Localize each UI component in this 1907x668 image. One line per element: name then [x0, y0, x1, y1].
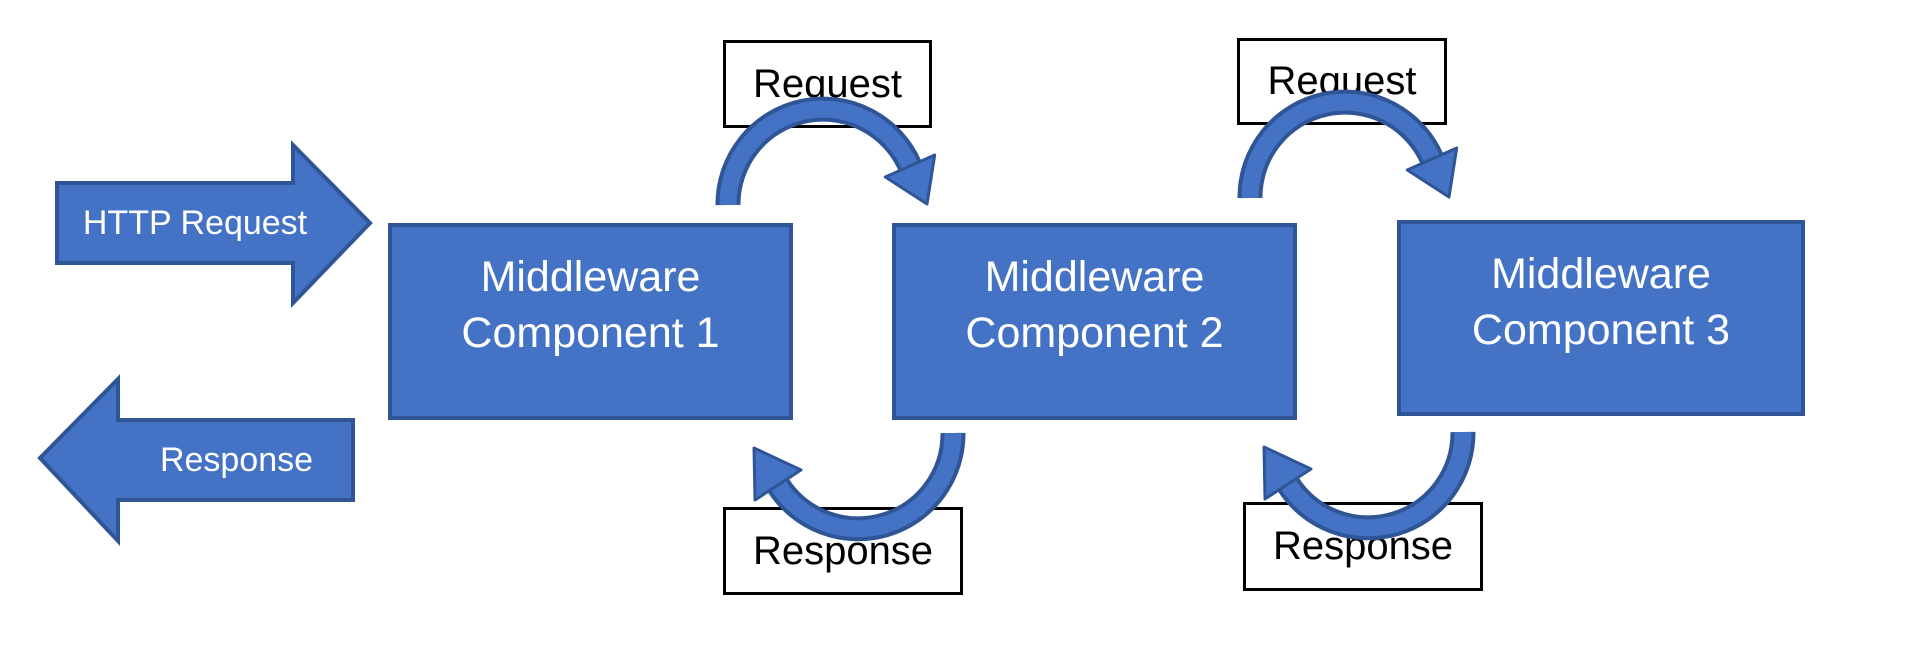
- response-label-1: Response: [723, 507, 963, 595]
- right-block-arrow-icon: [55, 140, 373, 308]
- arrowhead-up-left-icon: [752, 446, 803, 502]
- component-label-line: Component 1: [461, 309, 720, 357]
- arc-body: [1280, 431, 1472, 537]
- right-block-arrow-shape: [55, 140, 373, 308]
- http-request-arrow: HTTP Request: [55, 140, 373, 308]
- arrowhead-up-left-icon: [1262, 445, 1313, 501]
- arc-body: [719, 100, 918, 206]
- arrowhead-down-right-icon: [1405, 146, 1459, 199]
- arc-body: [1241, 93, 1440, 199]
- request-arc-1: [715, 96, 937, 206]
- component-label-line: Middleware: [1491, 250, 1711, 298]
- component-label-line: Middleware: [984, 253, 1205, 301]
- arc-body: [770, 432, 962, 538]
- component-label-line: Middleware: [480, 253, 701, 301]
- response-arc-1: [752, 432, 966, 542]
- left-block-arrow-shape: [37, 374, 355, 547]
- arrowhead-down-right-icon: [883, 153, 937, 206]
- response-arrow-label: Response: [159, 440, 314, 479]
- left-block-arrow-icon: [37, 374, 355, 547]
- response-arc-2: [1262, 431, 1476, 541]
- response-arrow: Response: [37, 374, 356, 547]
- component-label-line: Component 3: [1471, 306, 1731, 354]
- middleware-component-1-box: Middleware Component 1: [388, 223, 793, 420]
- middleware-component-2-box: Middleware Component 2: [892, 223, 1297, 420]
- http-request-arrow-label: HTTP Request: [82, 203, 308, 242]
- component-label-line: Component 2: [965, 309, 1224, 357]
- request-arc-2: [1237, 89, 1459, 199]
- middleware-component-3-box: Middleware Component 3: [1397, 220, 1805, 416]
